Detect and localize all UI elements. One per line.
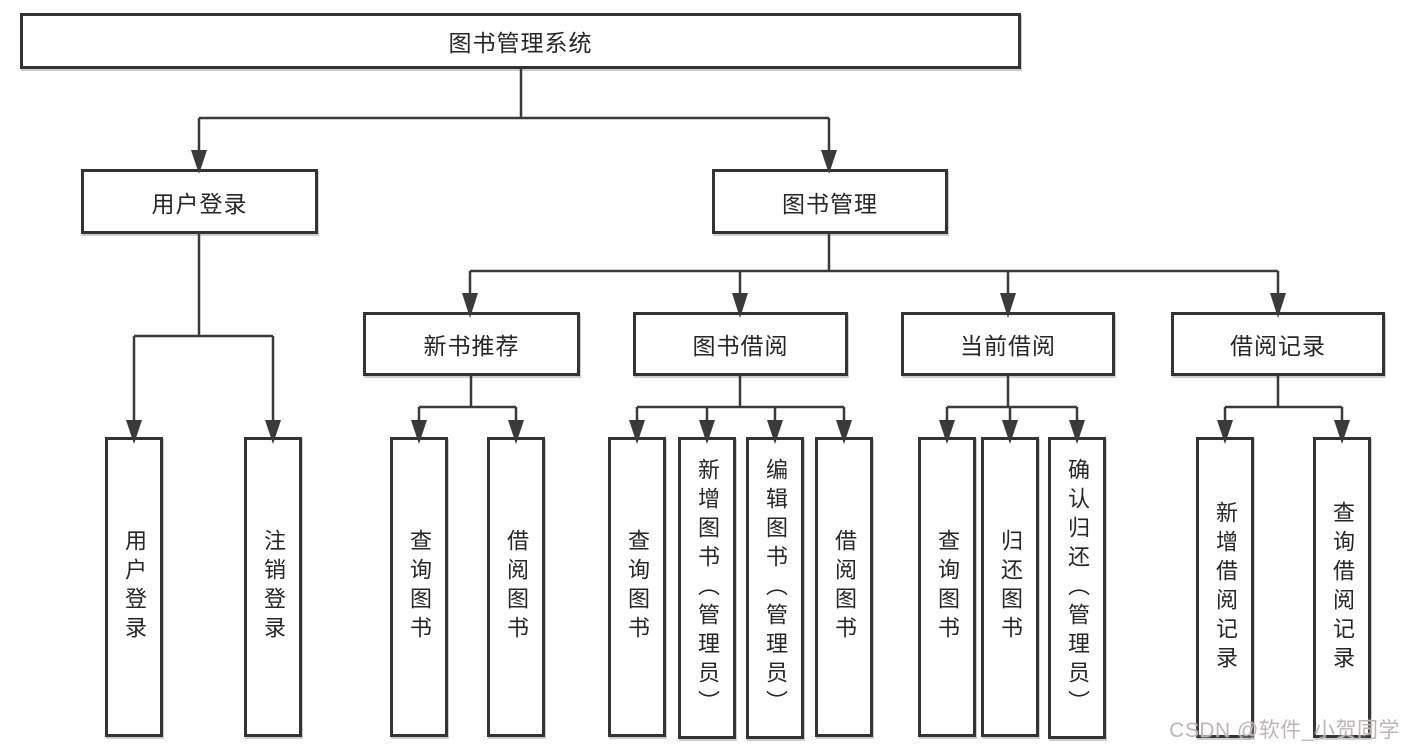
node-borrowing-records: 借阅记录 — [1171, 312, 1385, 376]
connector-book-borrowing-to-leaves — [629, 375, 852, 444]
node-root-system: 图书管理系统 — [20, 13, 1021, 69]
connector-new-book-recommend-to-leaves — [411, 375, 524, 444]
leaf-query-borrow-record: 查询借阅记录 — [1313, 437, 1371, 738]
csdn-watermark: CSDN @软件_小贺同学 — [1169, 719, 1400, 742]
leaf-borrow-book-recommend: 借阅图书 — [487, 437, 545, 737]
connector-root-to-branches — [191, 69, 837, 174]
leaf-confirm-return-admin: 确认归还（管理员） — [1048, 437, 1106, 739]
connector-book-management-to-modules — [462, 233, 1286, 318]
connector-user-login-to-leaves — [126, 233, 281, 444]
leaf-query-book-recommend: 查询图书 — [390, 437, 448, 737]
leaf-add-book-admin: 新增图书（管理员） — [678, 437, 736, 739]
leaf-edit-book-admin: 编辑图书（管理员） — [746, 437, 804, 739]
connector-borrowing-records-to-leaves — [1217, 375, 1350, 444]
node-user-login: 用户登录 — [81, 169, 318, 234]
connector-current-borrowing-to-leaves — [939, 375, 1085, 444]
leaf-query-book-borrowing: 查询图书 — [608, 437, 666, 737]
node-current-borrowing: 当前借阅 — [901, 312, 1115, 376]
leaf-query-book-current: 查询图书 — [918, 437, 976, 737]
leaf-borrow-book-borrowing: 借阅图书 — [815, 437, 873, 737]
node-book-management: 图书管理 — [712, 169, 948, 234]
leaf-return-book: 归还图书 — [981, 437, 1039, 737]
leaf-add-borrow-record: 新增借阅记录 — [1196, 437, 1254, 738]
node-book-borrowing: 图书借阅 — [633, 312, 848, 376]
leaf-logout: 注销登录 — [244, 437, 302, 737]
leaf-user-login: 用户登录 — [105, 437, 163, 737]
node-new-book-recommend: 新书推荐 — [363, 312, 580, 376]
